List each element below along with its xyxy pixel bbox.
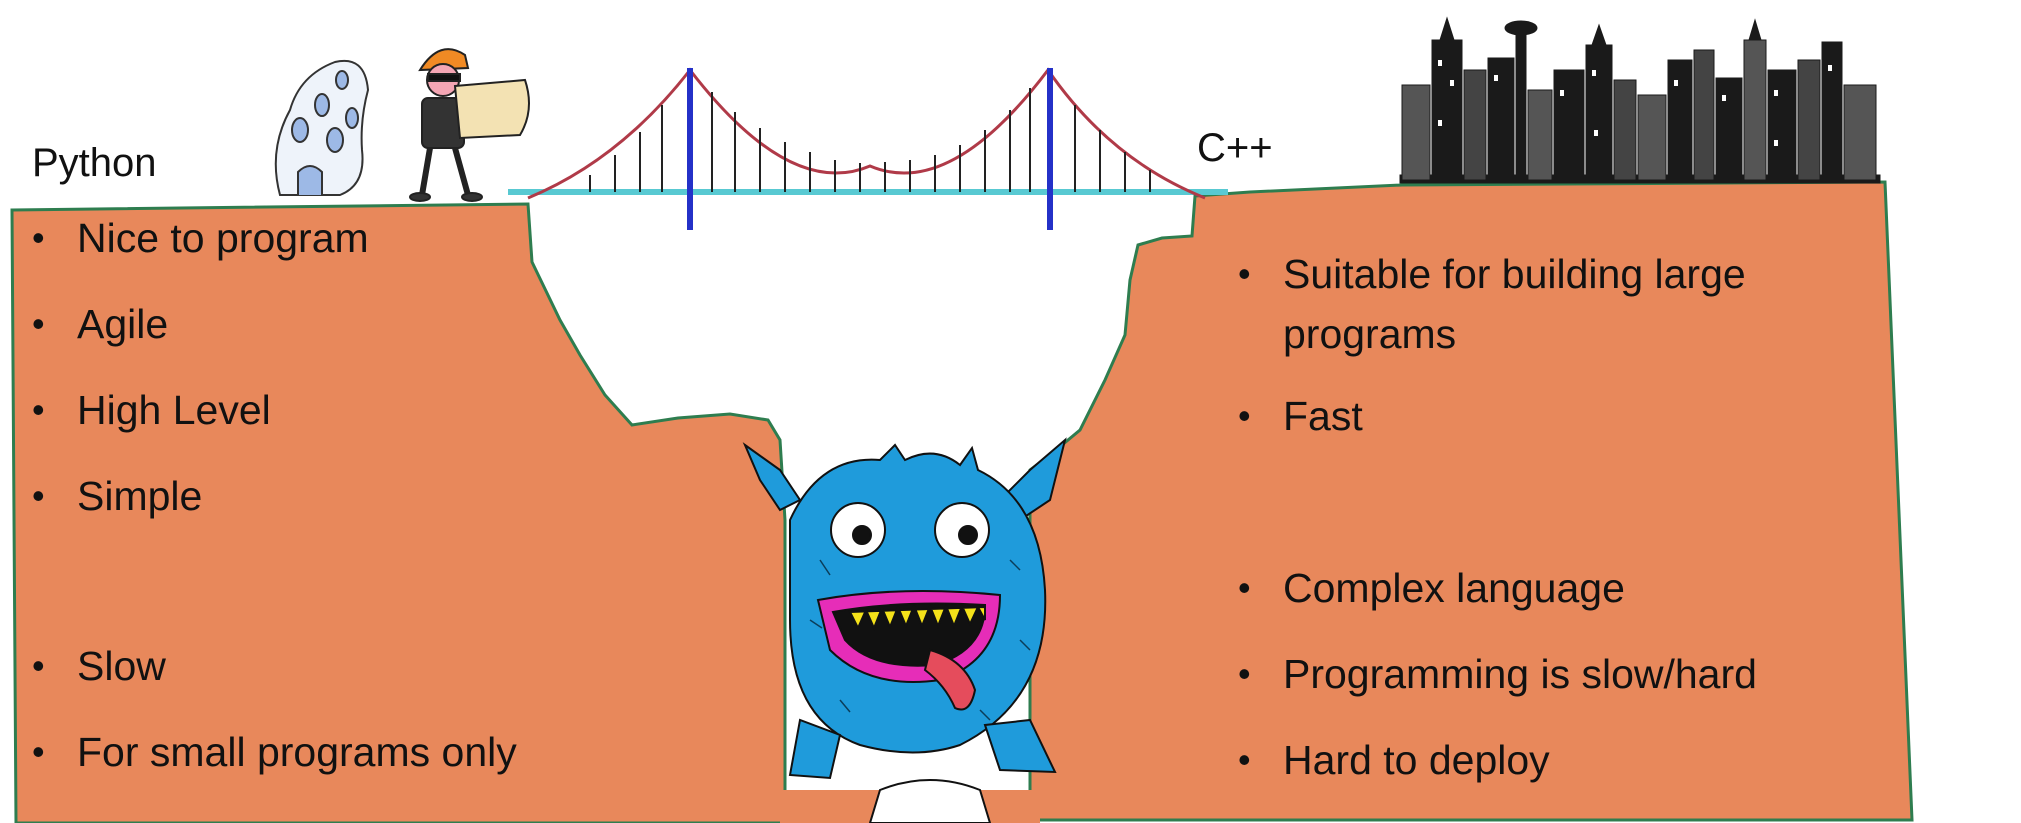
monster-icon <box>742 437 1067 823</box>
python-pros-list: Nice to program Agile High Level Simple <box>22 212 369 522</box>
city-skyline-icon <box>1399 16 1881 184</box>
house-icon <box>274 59 370 196</box>
list-item: Suitable for building large programs <box>1228 244 1788 364</box>
python-cons-list: Slow For small programs only <box>22 640 517 778</box>
architect-icon <box>409 48 530 202</box>
list-item: Slow <box>22 640 517 692</box>
list-item: Complex language <box>1228 562 1757 614</box>
list-item: High Level <box>22 384 369 436</box>
list-item: Agile <box>22 298 369 350</box>
bridge-icon <box>508 67 1228 230</box>
list-item: Simple <box>22 470 369 522</box>
list-item: Programming is slow/hard <box>1228 648 1757 700</box>
list-item: Nice to program <box>22 212 369 264</box>
cpp-cons-list: Complex language Programming is slow/har… <box>1228 562 1757 786</box>
left-title: Python <box>32 141 157 185</box>
cpp-pros-list: Suitable for building large programs Fas… <box>1228 244 1788 442</box>
right-title: C++ <box>1197 126 1273 170</box>
list-item: Fast <box>1228 390 1788 442</box>
list-item: Hard to deploy <box>1228 734 1757 786</box>
list-item: For small programs only <box>22 726 517 778</box>
